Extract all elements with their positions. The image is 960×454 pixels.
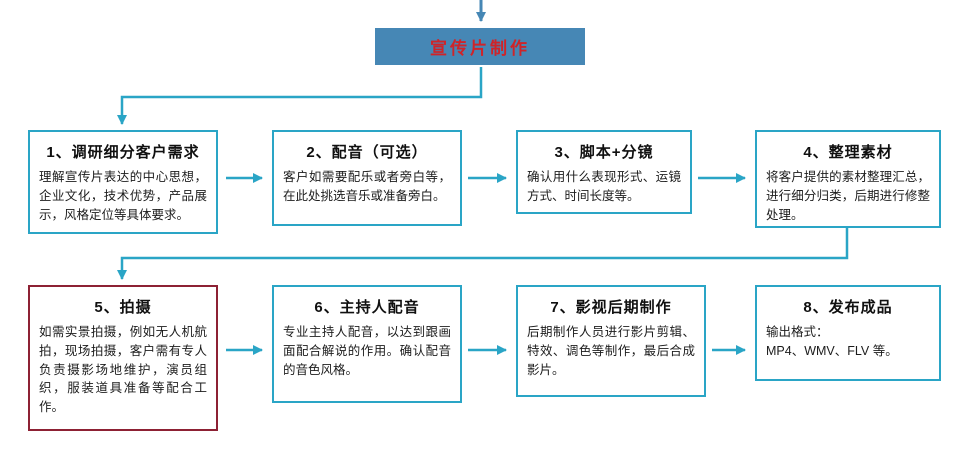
step-title-4: 4、整理素材 <box>803 144 893 161</box>
step-body-8: 输出格式： MP4、WMV、FLV 等。 <box>766 325 898 358</box>
step-title-7: 7、影视后期制作 <box>550 299 672 316</box>
step-body-7: 后期制作人员进行影片剪辑、特效、调色等制作，最后合成影片。 <box>527 325 695 377</box>
step-title-1: 1、调研细分客户需求 <box>46 144 200 161</box>
step-box-8: 8、发布成品 输出格式： MP4、WMV、FLV 等。 <box>755 285 941 381</box>
step-title-5: 5、拍摄 <box>94 299 152 316</box>
step-body-6: 专业主持人配音，以达到跟画面配合解说的作用。确认配音的音色风格。 <box>283 325 451 377</box>
step-box-4: 4、整理素材 将客户提供的素材整理汇总，进行细分归类，后期进行修整处理。 <box>755 130 941 228</box>
flow-title-label: 宣传片制作 <box>430 39 530 58</box>
step-body-2: 客户如需要配乐或者旁白等，在此处挑选音乐或准备旁白。 <box>283 170 451 203</box>
arrow-step4-step5 <box>117 228 849 280</box>
step-body-4: 将客户提供的素材整理汇总，进行细分归类，后期进行修整处理。 <box>766 170 930 222</box>
step-box-5: 5、拍摄 如需实景拍摄，例如无人机航拍，现场拍摄，客户需有专人负责摄影场地维护，… <box>28 285 218 431</box>
step-box-7: 7、影视后期制作 后期制作人员进行影片剪辑、特效、调色等制作，最后合成影片。 <box>516 285 706 397</box>
flow-title-box: 宣传片制作 <box>375 28 585 65</box>
step-box-1: 1、调研细分客户需求 理解宣传片表达的中心思想，企业文化，技术优势，产品展示，风… <box>28 130 218 234</box>
step-box-2: 2、配音（可选） 客户如需要配乐或者旁白等，在此处挑选音乐或准备旁白。 <box>272 130 462 226</box>
step-body-3: 确认用什么表现形式、运镜方式、时间长度等。 <box>527 170 681 203</box>
step-body-5: 如需实景拍摄，例如无人机航拍，现场拍摄，客户需有专人负责摄影场地维护，演员组织，… <box>39 325 207 414</box>
step-title-8: 8、发布成品 <box>803 299 893 316</box>
step-box-6: 6、主持人配音 专业主持人配音，以达到跟画面配合解说的作用。确认配音的音色风格。 <box>272 285 462 403</box>
step-body-1: 理解宣传片表达的中心思想，企业文化，技术优势，产品展示，风格定位等具体要求。 <box>39 170 207 222</box>
step-title-2: 2、配音（可选） <box>306 144 428 161</box>
step-title-3: 3、脚本+分镜 <box>554 144 654 161</box>
step-box-3: 3、脚本+分镜 确认用什么表现形式、运镜方式、时间长度等。 <box>516 130 692 214</box>
step-title-6: 6、主持人配音 <box>314 299 420 316</box>
arrow-title-to-step1 <box>117 67 483 125</box>
